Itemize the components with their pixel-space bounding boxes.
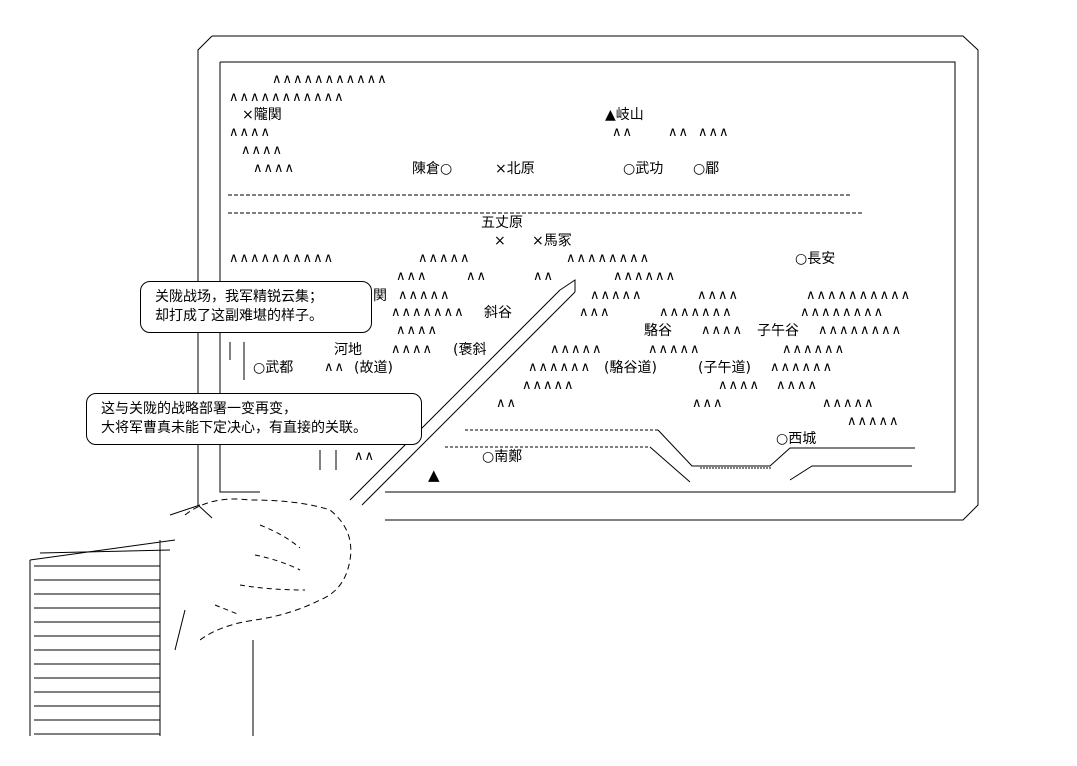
- hand-outline: [184, 498, 352, 641]
- mountain-row: ∧∧∧∧∧∧∧∧∧∧: [229, 251, 335, 266]
- han-river-east: [657, 429, 915, 467]
- mountain-row: ∧∧∧∧∧: [418, 251, 471, 266]
- mountain-row: ∧∧∧∧∧: [590, 288, 643, 303]
- mountain-row: ∧∧∧∧: [396, 323, 439, 338]
- board-inner-border: [220, 61, 956, 493]
- place-mei: ○郿: [693, 161, 720, 177]
- mountain-row: ∧∧∧∧∧∧∧∧: [818, 323, 903, 338]
- speech-bubble-bottom: 这与关陇的战略部署一变再变， 大将军曹真未能下定决心，有直接的关联。: [86, 393, 422, 445]
- mountain-row: ∧∧: [612, 125, 634, 140]
- mountain-row: ∧∧∧∧: [718, 378, 761, 393]
- mountain-row: ∧∧: [533, 269, 555, 284]
- place-gudao: (故道): [354, 360, 393, 376]
- mountain-row: ∧∧: [466, 269, 488, 284]
- mountain-row: ∧∧∧∧∧: [522, 378, 575, 393]
- mountain-row: ∧∧∧∧∧: [847, 414, 900, 429]
- triangle-marker: ▲: [428, 466, 440, 484]
- mountain-row: ∧∧∧∧∧∧: [613, 269, 677, 284]
- board-inner-left: [219, 62, 260, 493]
- mountain-row: ∧∧∧∧∧∧∧: [659, 305, 733, 320]
- mountain-row: ∧∧∧∧: [229, 125, 272, 140]
- cuff: [169, 504, 201, 651]
- mountain-row: ∧∧∧∧∧: [398, 288, 451, 303]
- han-river-east-2: [649, 446, 912, 483]
- pointer-tip: [559, 279, 576, 292]
- place-baoxie: (褒斜: [453, 342, 487, 358]
- mountain-row: ∧∧∧∧∧∧∧∧∧∧: [806, 288, 912, 303]
- mountain-row: ∧∧∧: [692, 396, 724, 411]
- mountain-row: ∧∧∧∧∧∧∧∧∧∧∧: [229, 90, 345, 105]
- mountain-row: ∧∧∧∧: [701, 323, 744, 338]
- place-chencang: 陳倉○: [412, 161, 453, 177]
- place-longguan: ×隴関: [242, 107, 282, 123]
- bubble-top-line-1: 关陇战场，我军精锐云集；: [155, 289, 323, 305]
- hand-fingers: [214, 524, 306, 616]
- mountain-row: ∧∧: [668, 125, 690, 140]
- mountain-row: ∧∧: [354, 449, 376, 464]
- mountain-row: ∧∧: [324, 360, 346, 375]
- mountain-row: ∧∧∧: [698, 125, 730, 140]
- place-ziwugu: 子午谷: [757, 323, 799, 339]
- place-nanzheng: ○南鄭: [482, 449, 523, 465]
- mountain-row: ∧∧∧∧∧∧: [528, 360, 592, 375]
- mountain-row: ∧∧∧∧: [241, 143, 284, 158]
- sleeve-outline: [29, 539, 176, 736]
- bubble-top-line-2: 却打成了这副难堪的样子。: [155, 308, 323, 324]
- mountain-row: ∧∧∧∧∧∧: [782, 342, 846, 357]
- place-beiyuan: ×北原: [495, 161, 535, 177]
- mountain-row: ∧∧: [496, 396, 518, 411]
- mountain-row: ∧∧∧∧∧: [550, 342, 603, 357]
- mountain-row: ∧∧∧: [579, 305, 611, 320]
- speech-bubble-top: 关陇战场，我军精锐云集； 却打成了这副难堪的样子。: [140, 281, 372, 333]
- place-hedi: 河地: [334, 342, 362, 358]
- mountain-row: ∧∧∧∧∧∧∧∧: [566, 251, 651, 266]
- cross-mark: ×: [494, 233, 506, 249]
- place-xicheng: ○西城: [776, 431, 817, 447]
- mountain-row: ∧∧∧∧∧: [648, 342, 701, 357]
- mountain-row: ∧∧∧∧: [391, 342, 434, 357]
- place-qishan: ▲岐山: [605, 107, 644, 123]
- board-outer-left: [197, 35, 213, 519]
- mountain-row: ∧∧∧∧∧∧: [770, 360, 834, 375]
- place-wuzhangyuan: 五丈原: [481, 215, 523, 231]
- sleeve-stripes: [34, 549, 171, 735]
- place-wudu: ○武都: [253, 360, 294, 376]
- mountain-row: ∧∧∧∧∧∧∧: [391, 305, 465, 320]
- board-outer-border: [212, 35, 979, 521]
- bubble-bottom-line-1: 这与关陇的战略部署一变再变，: [101, 401, 297, 417]
- mountain-row: ∧∧∧∧∧: [822, 396, 875, 411]
- mountain-row: ∧∧∧∧: [253, 161, 296, 176]
- place-xiegu: 斜谷: [484, 305, 512, 321]
- mountain-row: ∧∧∧∧: [697, 288, 740, 303]
- place-ziwudao: (子午道): [698, 360, 751, 376]
- place-majia: ×馬冢: [532, 233, 572, 249]
- bubble-bottom-line-2: 大将军曹真未能下定决心，有直接的关联。: [101, 420, 367, 436]
- mountain-row: ∧∧∧∧: [776, 378, 819, 393]
- mountain-row: ∧∧∧: [396, 269, 428, 284]
- place-luogu: 駱谷: [644, 323, 672, 339]
- mountain-row: ∧∧∧∧∧∧∧∧∧∧∧: [272, 72, 388, 87]
- place-guan: 関: [373, 288, 387, 304]
- mountain-row: ∧∧∧∧∧∧∧∧: [800, 305, 885, 320]
- place-changan: ○長安: [795, 251, 836, 267]
- pointer-stick: [349, 289, 576, 506]
- place-luogudao: (駱谷道): [604, 360, 657, 376]
- place-wugong: ○武功: [623, 161, 664, 177]
